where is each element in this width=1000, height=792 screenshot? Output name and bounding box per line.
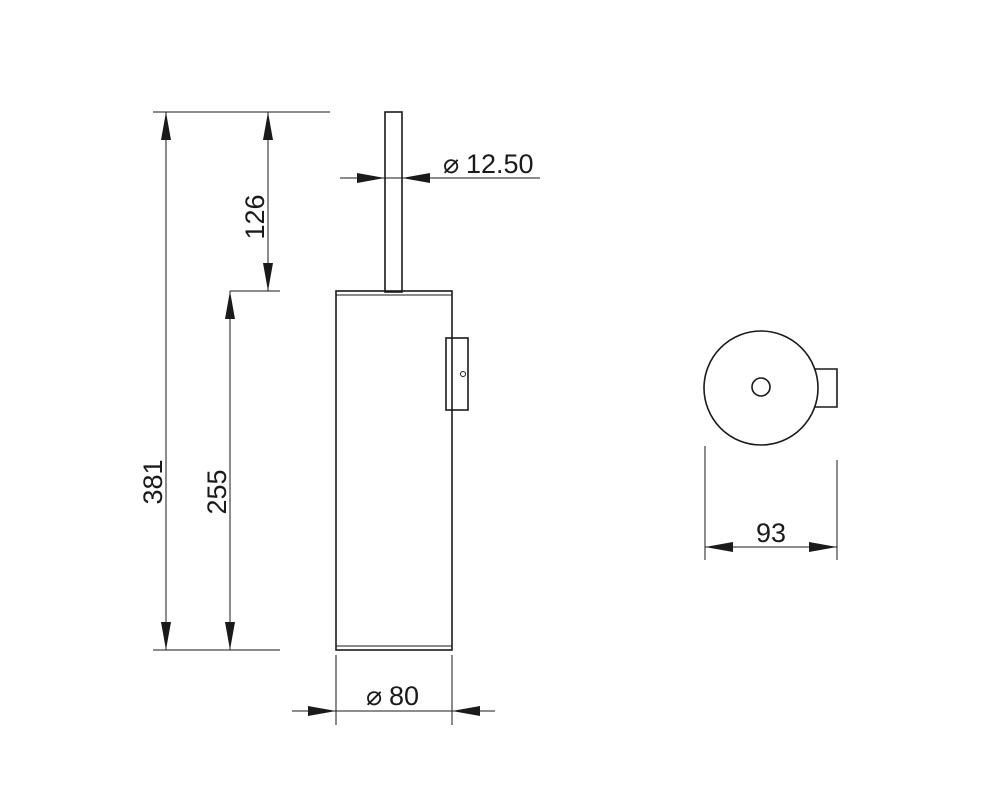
wall-bracket (445, 337, 469, 411)
dimension-label-93: 93 (756, 518, 786, 548)
dimension-container-height: 255 (202, 291, 235, 650)
dimension-handle-height: 126 (230, 112, 280, 292)
dimension-handle-diameter: ⌀ 12.50 (340, 149, 540, 183)
handle-hole (751, 377, 771, 397)
container-top-outline (703, 330, 819, 446)
top-view (703, 330, 838, 446)
dimension-top-view-width: 93 (704, 446, 838, 560)
dimension-label-80: 80 (389, 681, 419, 711)
dimension-label-126: 126 (240, 194, 270, 239)
diameter-symbol: ⌀ (443, 149, 459, 179)
dimension-total-height: 381 (138, 111, 330, 651)
top-view-bracket (814, 368, 838, 408)
dimension-container-diameter: ⌀ 80 (292, 655, 495, 725)
brush-handle (384, 111, 403, 293)
diameter-symbol: ⌀ (366, 681, 382, 711)
dimension-label-255: 255 (202, 469, 232, 514)
dimension-label-381: 381 (138, 459, 168, 504)
container-body (335, 290, 453, 651)
dimension-label-12-50: 12.50 (466, 149, 534, 179)
